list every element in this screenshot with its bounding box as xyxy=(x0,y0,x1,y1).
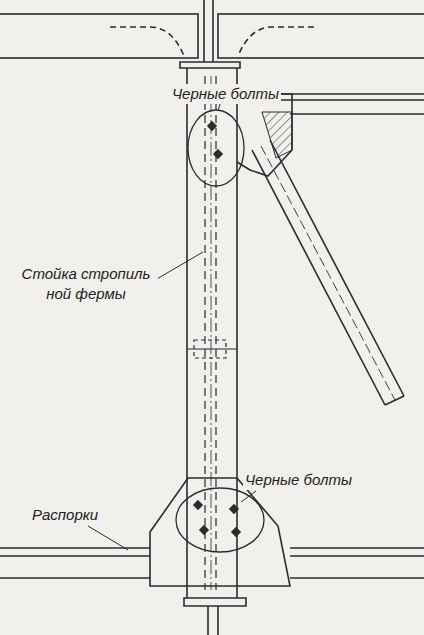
part-label: Распорки xyxy=(30,505,100,525)
part-label: Черные болты xyxy=(243,470,354,490)
bolt-group xyxy=(188,110,244,186)
top-beam xyxy=(0,14,198,58)
top-beam xyxy=(218,14,424,58)
leader-lines xyxy=(88,104,256,550)
strut xyxy=(290,547,424,549)
bolt-group xyxy=(176,488,264,552)
bolt xyxy=(208,122,222,158)
part-label: Стойка стропиль ной фермы xyxy=(14,264,158,304)
hidden-line xyxy=(238,27,314,56)
gusset-plate xyxy=(150,478,290,586)
flange xyxy=(184,598,246,606)
diagonal xyxy=(252,150,385,405)
bolt xyxy=(194,501,240,536)
gusset-plate xyxy=(237,94,292,176)
strut xyxy=(0,547,150,549)
part-label: Черные болты xyxy=(170,84,281,104)
flange xyxy=(180,62,240,68)
hidden-line xyxy=(110,27,184,56)
